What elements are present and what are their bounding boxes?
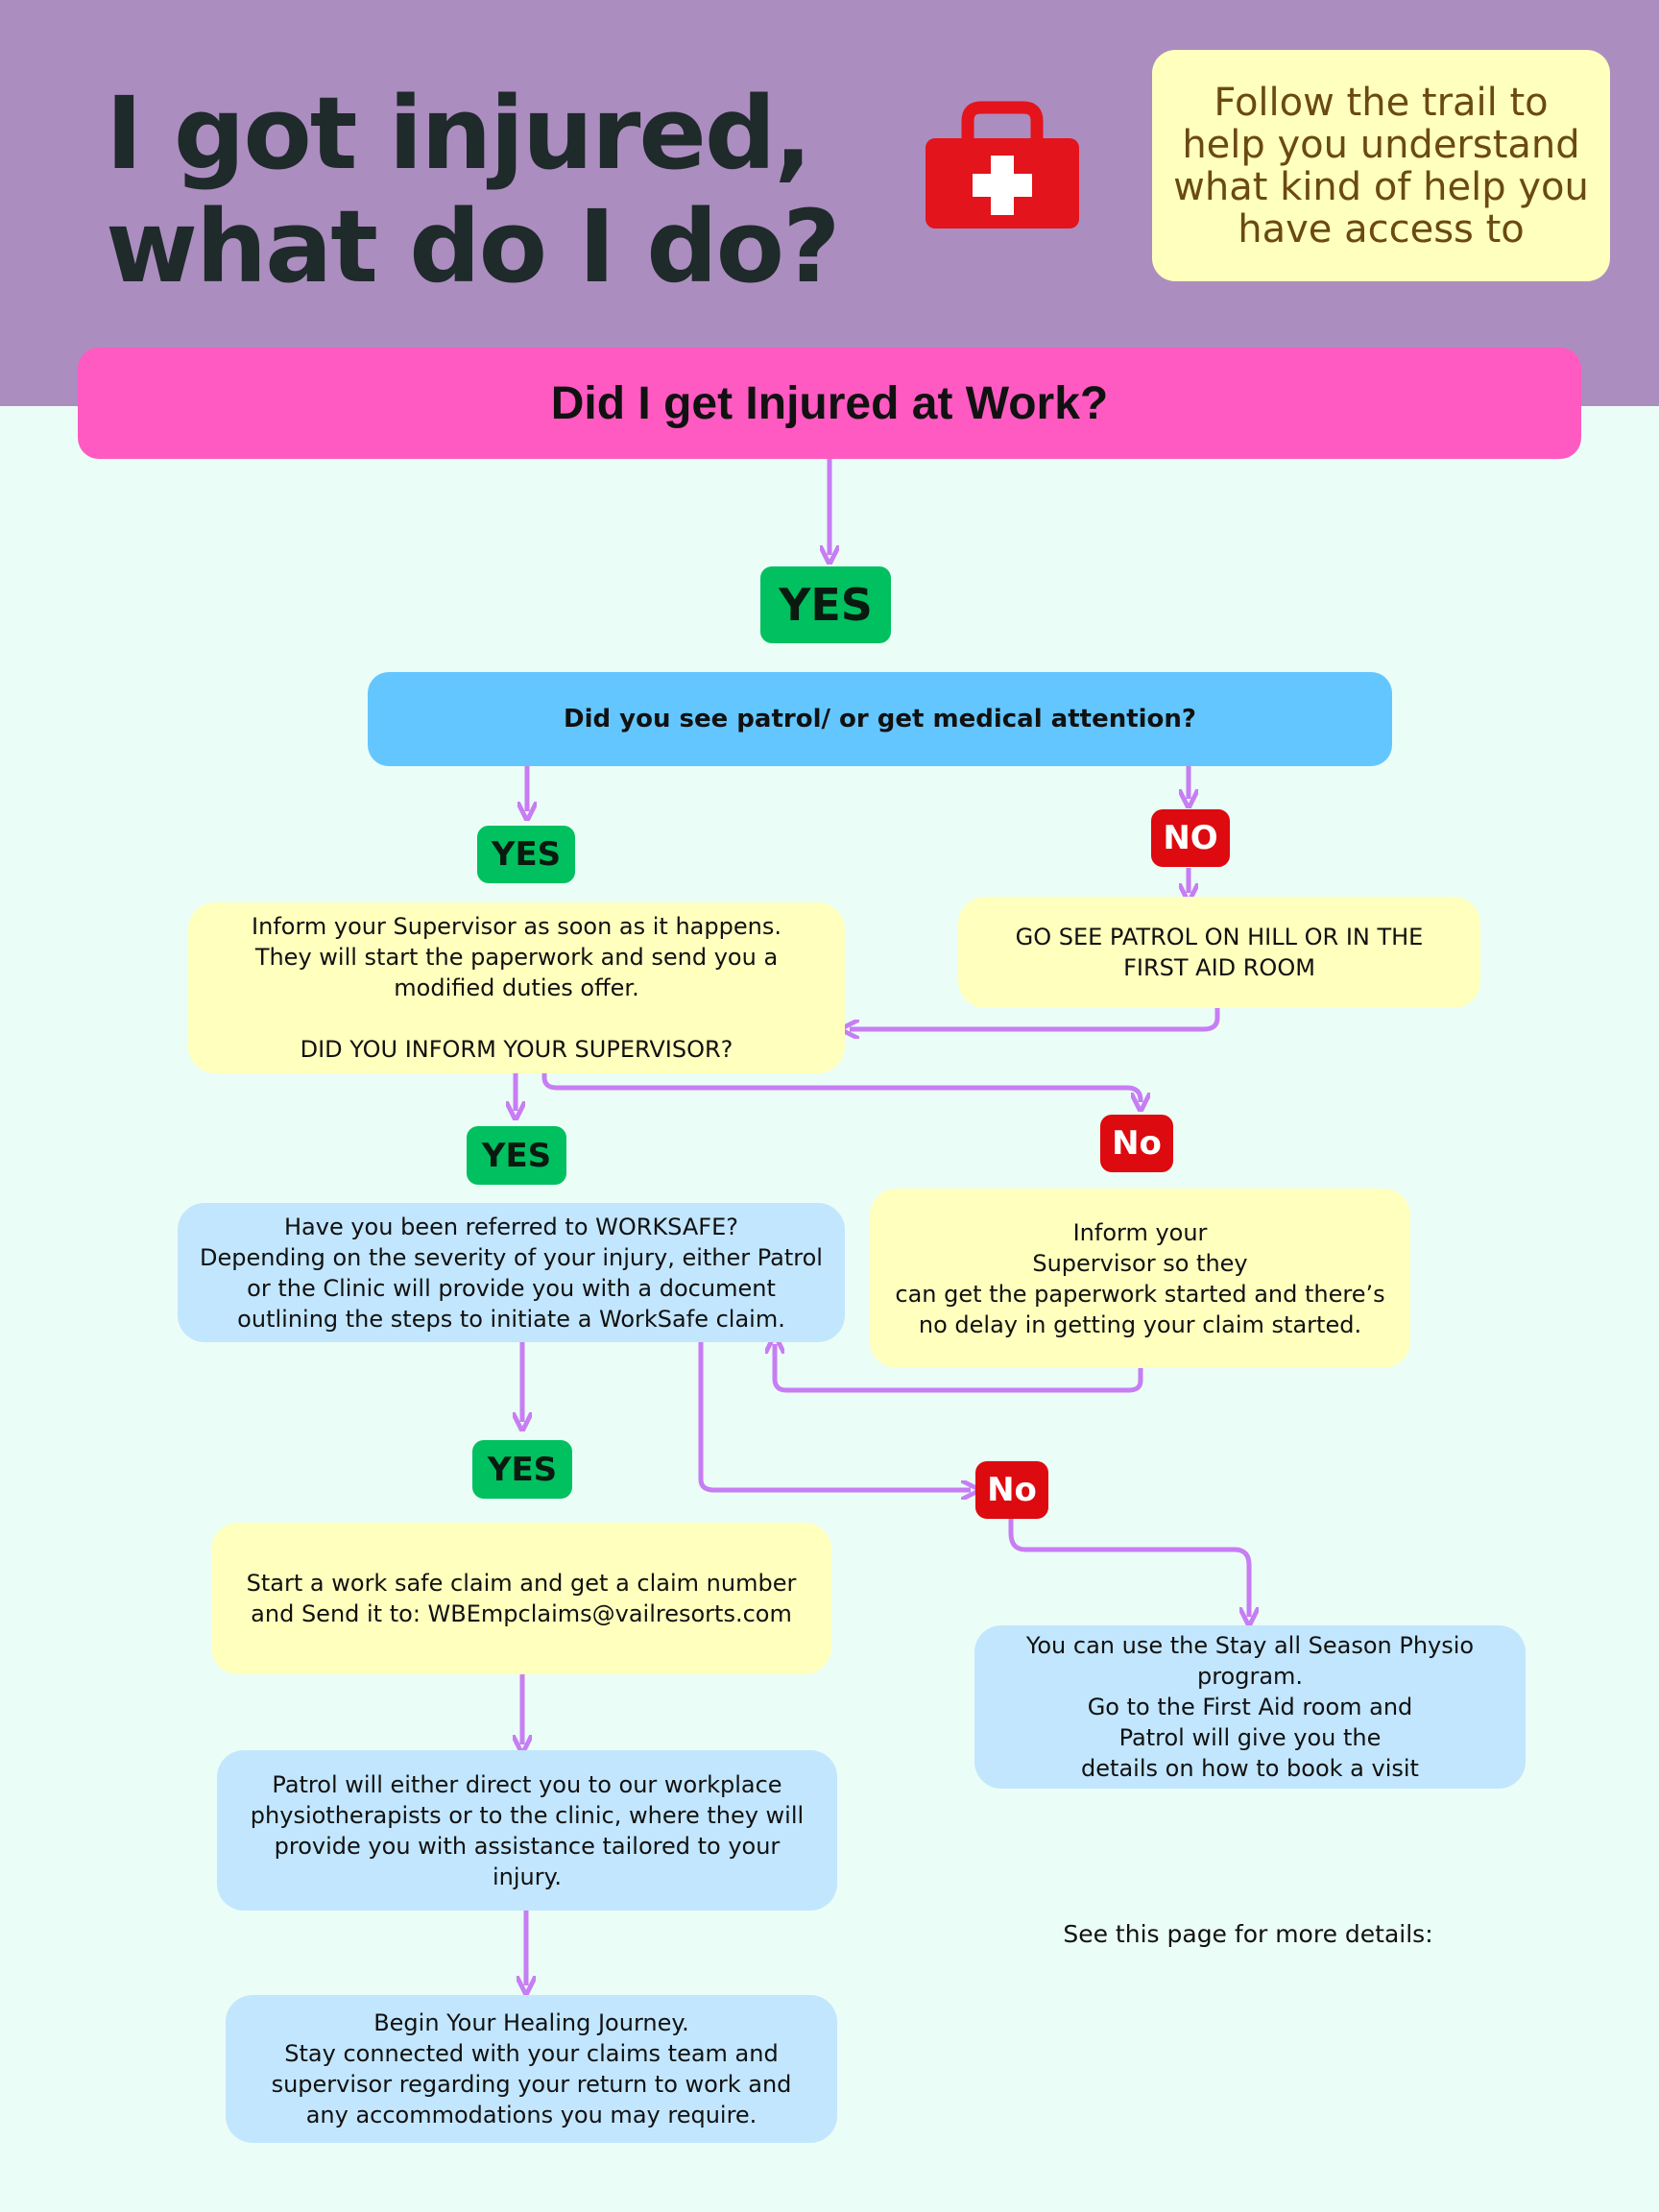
see-patrol-box: GO SEE PATROL ON HILL OR IN THE FIRST AI… (958, 897, 1480, 1008)
yes-badge: YES (477, 826, 575, 883)
worksafe-box: Have you been referred to WORKSAFE? Depe… (178, 1203, 845, 1342)
page-title: I got injured, what do I do? (106, 75, 840, 305)
yes-badge: YES (467, 1126, 566, 1185)
main-question: Did I get Injured at Work? (78, 348, 1581, 459)
arrow-late-to-worksafe (775, 1344, 1143, 1393)
arrow-no-to-physio (1008, 1519, 1249, 1617)
patrol-question: Did you see patrol/ or get medical atten… (368, 672, 1392, 766)
no-badge: No (975, 1461, 1048, 1519)
more-details-text: See this page for more details: (1063, 1920, 1433, 1948)
yes-badge: YES (760, 566, 891, 643)
physio-program-box: You can use the Stay all Season Physio p… (974, 1625, 1526, 1789)
no-badge: No (1100, 1115, 1173, 1172)
arrow-worksafe-to-no (698, 1342, 971, 1490)
no-badge: NO (1151, 809, 1230, 867)
arrow-inform-to-no (541, 1073, 1141, 1102)
first-aid-kit-icon (924, 100, 1081, 230)
healing-journey-box: Begin Your Healing Journey. Stay connect… (226, 1995, 837, 2143)
start-claim-box: Start a work safe claim and get a claim … (211, 1523, 831, 1674)
intro-note: Follow the trail to help you understand … (1152, 50, 1610, 281)
yes-badge: YES (472, 1440, 572, 1499)
patrol-direct-box: Patrol will either direct you to our wor… (217, 1750, 837, 1911)
arrow-patrol-to-inform (850, 1008, 1220, 1029)
inform-supervisor-box: Inform your Supervisor as soon as it hap… (188, 902, 845, 1073)
inform-supervisor-late-box: Inform your Supervisor so they can get t… (870, 1189, 1410, 1368)
